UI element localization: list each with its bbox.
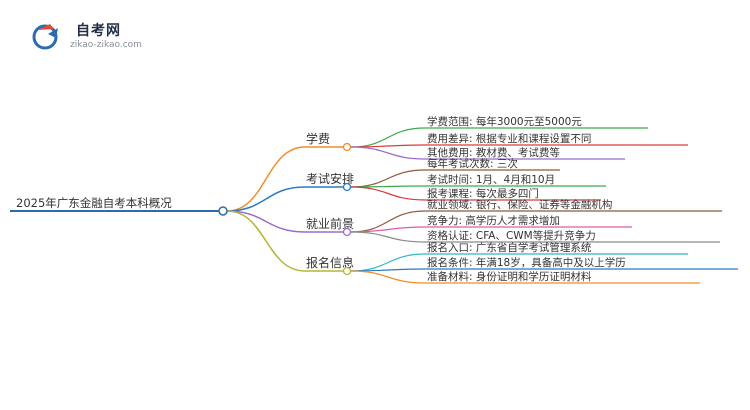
leaf-label: 报考课程: 每次最多四门: [427, 187, 539, 200]
branch-leaf-link: [350, 169, 426, 188]
branch-label: 就业前景: [306, 216, 354, 231]
leaf-label: 其他费用: 教材费、考试费等: [427, 146, 560, 159]
root-branch-link: [226, 146, 306, 212]
leaf-label: 学费范围: 每年3000元至5000元: [427, 115, 582, 128]
leaf-label: 费用差异: 根据专业和课程设置不同: [427, 132, 591, 145]
leaf-label: 报名入口: 广东省自学考试管理系统: [427, 241, 592, 254]
site-logo: 自考网 zikao-zikao.com: [30, 16, 160, 56]
branch-label: 报名信息: [306, 255, 354, 270]
branch-dot: [342, 227, 352, 237]
branch-leaf-link: [350, 146, 426, 160]
leaf-label: 资格认证: CFA、CWM等提升竞争力: [427, 229, 596, 242]
logo-mark-icon: [32, 24, 58, 50]
root-branch-link: [226, 210, 306, 233]
leaf-label: 报名条件: 年满18岁，具备高中及以上学历: [427, 256, 626, 269]
root-node-dot: [218, 206, 228, 216]
root-branch-link: [226, 186, 306, 212]
branch-leaf-link: [350, 270, 426, 284]
branch-dot: [342, 266, 352, 276]
branch-leaf-link: [350, 186, 426, 201]
branch-label: 学费: [306, 131, 330, 146]
branch-leaf-link: [350, 253, 426, 272]
branch-label: 考试安排: [306, 171, 354, 186]
mindmap-nodes: 2025年广东金融自考本科概况 学费 学费范围: 每年3000元至5000元费用差异…: [10, 115, 738, 284]
root-node-label: 2025年广东金融自考本科概况: [16, 196, 172, 210]
leaf-label: 竞争力: 高学历人才需求增加: [427, 214, 560, 227]
branch-leaf-link: [350, 210, 426, 233]
branch-dot: [342, 182, 352, 192]
branch-leaf-link: [350, 231, 426, 243]
mindmap-links: [226, 127, 426, 284]
leaf-label: 准备材料: 身份证明和学历证明材料: [427, 270, 592, 283]
branch-leaf-link: [350, 127, 426, 148]
logo-url: zikao-zikao.com: [70, 40, 142, 50]
branch-dot: [342, 142, 352, 152]
logo-name: 自考网: [76, 23, 121, 39]
root-branch-link: [226, 210, 306, 272]
branch-leaf-link: [350, 226, 426, 233]
leaf-label: 考试时间: 1月、4月和10月: [427, 173, 555, 186]
leaf-label: 就业领域: 银行、保险、证券等金融机构: [427, 198, 612, 211]
leaf-label: 每年考试次数: 三次: [427, 157, 518, 170]
